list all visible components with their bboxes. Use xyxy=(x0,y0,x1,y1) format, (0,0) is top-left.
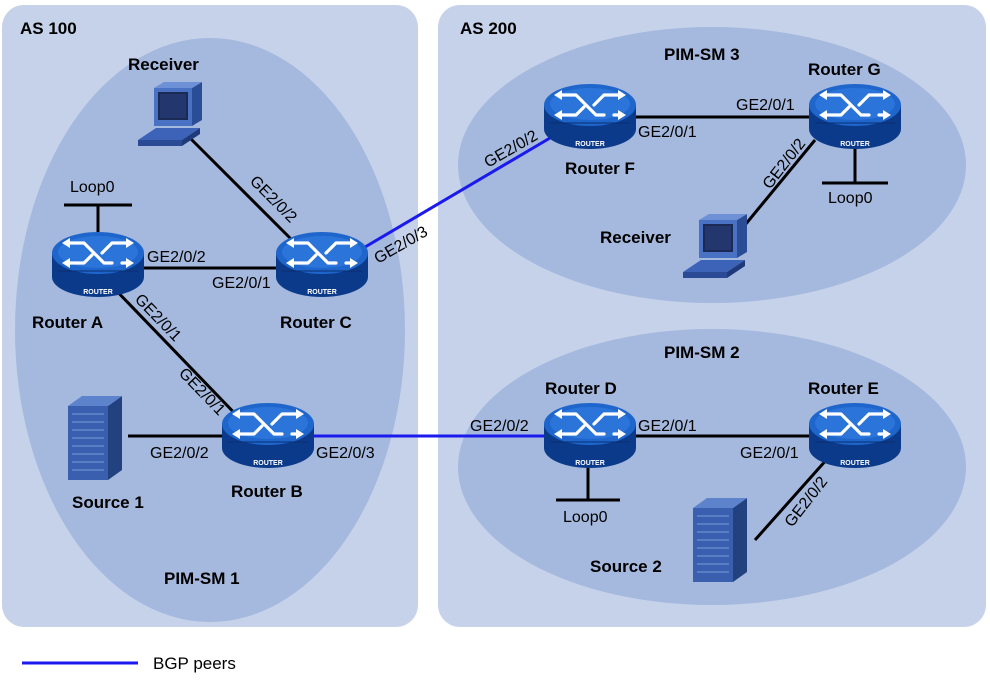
router-d-label: Router D xyxy=(545,379,617,398)
link-a-b xyxy=(106,280,247,426)
link-g-receiver2 xyxy=(743,139,817,226)
router-e-label: Router E xyxy=(808,379,879,398)
if-d-to-e: GE2/0/1 xyxy=(638,418,697,435)
if-a-to-c: GE2/0/2 xyxy=(147,249,206,266)
if-d-from-b: GE2/0/2 xyxy=(470,418,529,435)
router-d-badge: ROUTER xyxy=(575,460,605,467)
router-a: ROUTER xyxy=(50,230,146,299)
receiver-1-label: Receiver xyxy=(128,55,199,74)
legend-bgp-label: BGP peers xyxy=(153,654,236,673)
router-e-icon xyxy=(807,401,903,470)
router-b: ROUTER xyxy=(220,401,316,470)
pim-sm3-title: PIM-SM 3 xyxy=(664,45,740,64)
router-f-icon xyxy=(542,82,638,151)
router-g-badge: ROUTER xyxy=(840,141,870,148)
bgp-links xyxy=(310,136,551,438)
router-c-icon xyxy=(274,230,370,299)
as100-title: AS 100 xyxy=(20,19,77,38)
router-b-badge: ROUTER xyxy=(253,460,283,467)
router-f-label: Router F xyxy=(565,159,635,178)
source-1-server-icon xyxy=(67,395,123,481)
router-f-badge: ROUTER xyxy=(575,141,605,148)
physical-links xyxy=(64,115,888,541)
pim-sm2-title: PIM-SM 2 xyxy=(664,343,740,362)
router-a-loopback-label: Loop0 xyxy=(70,179,115,196)
router-f: ROUTER xyxy=(542,82,638,151)
router-e: ROUTER xyxy=(807,401,903,470)
pim-sm2-domain xyxy=(458,329,966,605)
router-a-icon xyxy=(50,230,146,299)
router-c-badge: ROUTER xyxy=(307,289,337,296)
pim-sm1-title: PIM-SM 1 xyxy=(164,569,240,588)
if-b-to-d: GE2/0/3 xyxy=(316,445,375,462)
router-b-icon xyxy=(220,401,316,470)
link-c-receiver xyxy=(188,136,294,242)
receiver-2-label: Receiver xyxy=(600,228,671,247)
as200-title: AS 200 xyxy=(460,19,517,38)
router-g-loopback-label: Loop0 xyxy=(828,190,873,207)
if-g-from-f: GE2/0/1 xyxy=(736,97,795,114)
bgp-link-c-f xyxy=(359,136,551,252)
router-b-label: Router B xyxy=(231,482,303,501)
if-b-to-source: GE2/0/2 xyxy=(150,445,209,462)
router-e-badge: ROUTER xyxy=(840,460,870,467)
router-d-icon xyxy=(542,401,638,470)
link-e-source2 xyxy=(753,457,830,541)
router-d: ROUTER xyxy=(542,401,638,470)
source-1-label: Source 1 xyxy=(72,493,144,512)
router-d-loopback-label: Loop0 xyxy=(563,509,608,526)
if-c-from-a: GE2/0/1 xyxy=(212,275,271,292)
source-2-label: Source 2 xyxy=(590,557,662,576)
if-e-from-d: GE2/0/1 xyxy=(740,445,799,462)
router-c: ROUTER xyxy=(274,230,370,299)
router-g-icon xyxy=(807,82,903,151)
source-2-server-icon xyxy=(692,497,748,583)
router-a-badge: ROUTER xyxy=(83,289,113,296)
if-f-to-g: GE2/0/1 xyxy=(638,124,697,141)
router-g-label: Router G xyxy=(808,60,881,79)
router-g: ROUTER xyxy=(807,82,903,151)
router-c-label: Router C xyxy=(280,313,352,332)
router-a-label: Router A xyxy=(32,313,103,332)
